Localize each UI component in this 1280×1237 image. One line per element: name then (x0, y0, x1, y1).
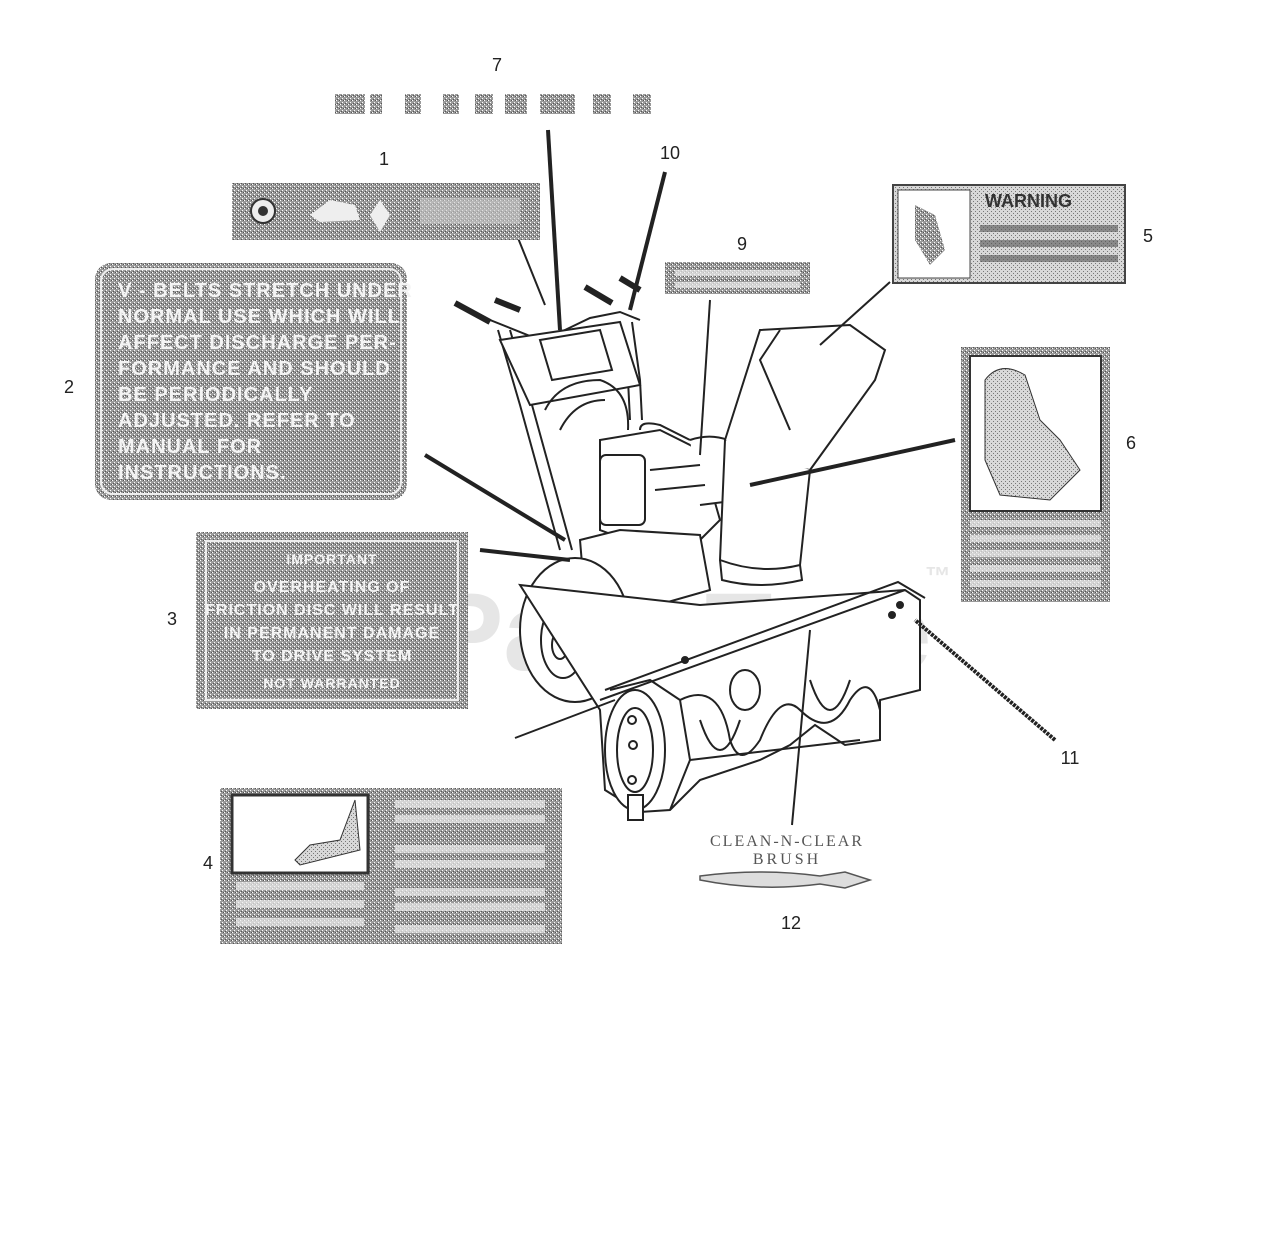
decal-3-line-3: FRICTION DISC WILL RESULT (205, 602, 459, 619)
callout-12: 12 (781, 913, 801, 933)
decal-1-pictograms (232, 183, 540, 240)
decal-3-line-5: TO DRIVE SYSTEM (252, 648, 413, 665)
callout-1: 1 (379, 149, 389, 169)
callout-3: 3 (167, 609, 177, 629)
decal-2-line-1: V - BELTS STRETCH UNDER (118, 280, 413, 302)
decal-12-clean-n-clear-brush: CLEAN-N-CLEAR BRUSH (699, 833, 873, 889)
decal-4-operating-instructions (220, 788, 562, 944)
callout-4: 4 (203, 853, 213, 873)
decal-6-chute-warning (961, 347, 1110, 602)
decal-5-heading: WARNING (985, 191, 1072, 211)
decal-7-control-symbols (335, 94, 651, 114)
decal-3-line-1: IMPORTANT (286, 551, 377, 567)
callout-11: 11 (1061, 748, 1080, 768)
decal-2-line-6: ADJUSTED. REFER TO (118, 410, 356, 432)
decal-12-line-1: CLEAN-N-CLEAR (710, 833, 864, 850)
snowthrower-illustration (453, 275, 926, 821)
callout-9: 9 (737, 234, 747, 254)
decal-5-warning: WARNING (892, 184, 1126, 284)
callout-6: 6 (1126, 433, 1136, 453)
decal-3-important-notice: IMPORTANT OVERHEATING OF FRICTION DISC W… (196, 532, 468, 709)
callout-7: 7 (492, 55, 502, 75)
decal-3-line-4: IN PERMANENT DAMAGE (224, 625, 440, 642)
decal-3-line-2: OVERHEATING OF (254, 579, 411, 596)
decal-9-engine-label (665, 262, 810, 294)
decal-2-line-4: FORMANCE AND SHOULD (118, 358, 391, 380)
decal-2-line-2: NORMAL USE WHICH WILL (118, 306, 401, 328)
decal-3-line-6: NOT WARRANTED (263, 675, 400, 691)
callout-5: 5 (1143, 226, 1153, 246)
callout-10: 10 (660, 143, 680, 163)
decal-12-line-2: BRUSH (753, 851, 821, 868)
callout-2: 2 (64, 377, 74, 397)
callout-numbers: 7 1 10 9 5 2 6 3 11 4 12 (64, 55, 1153, 933)
decal-2-line-5: BE PERIODICALLY (118, 384, 313, 406)
leader-lines (423, 129, 1057, 826)
decal-2-line-7: MANUAL FOR (118, 436, 262, 458)
decal-2-line-3: AFFECT DISCHARGE PER- (118, 332, 397, 354)
decal-2-line-8: INSTRUCTIONS. (118, 462, 287, 484)
decal-2-v-belts-notice: V - BELTS STRETCH UNDER NORMAL USE WHICH… (95, 263, 413, 500)
trademark: ™ (925, 561, 951, 591)
